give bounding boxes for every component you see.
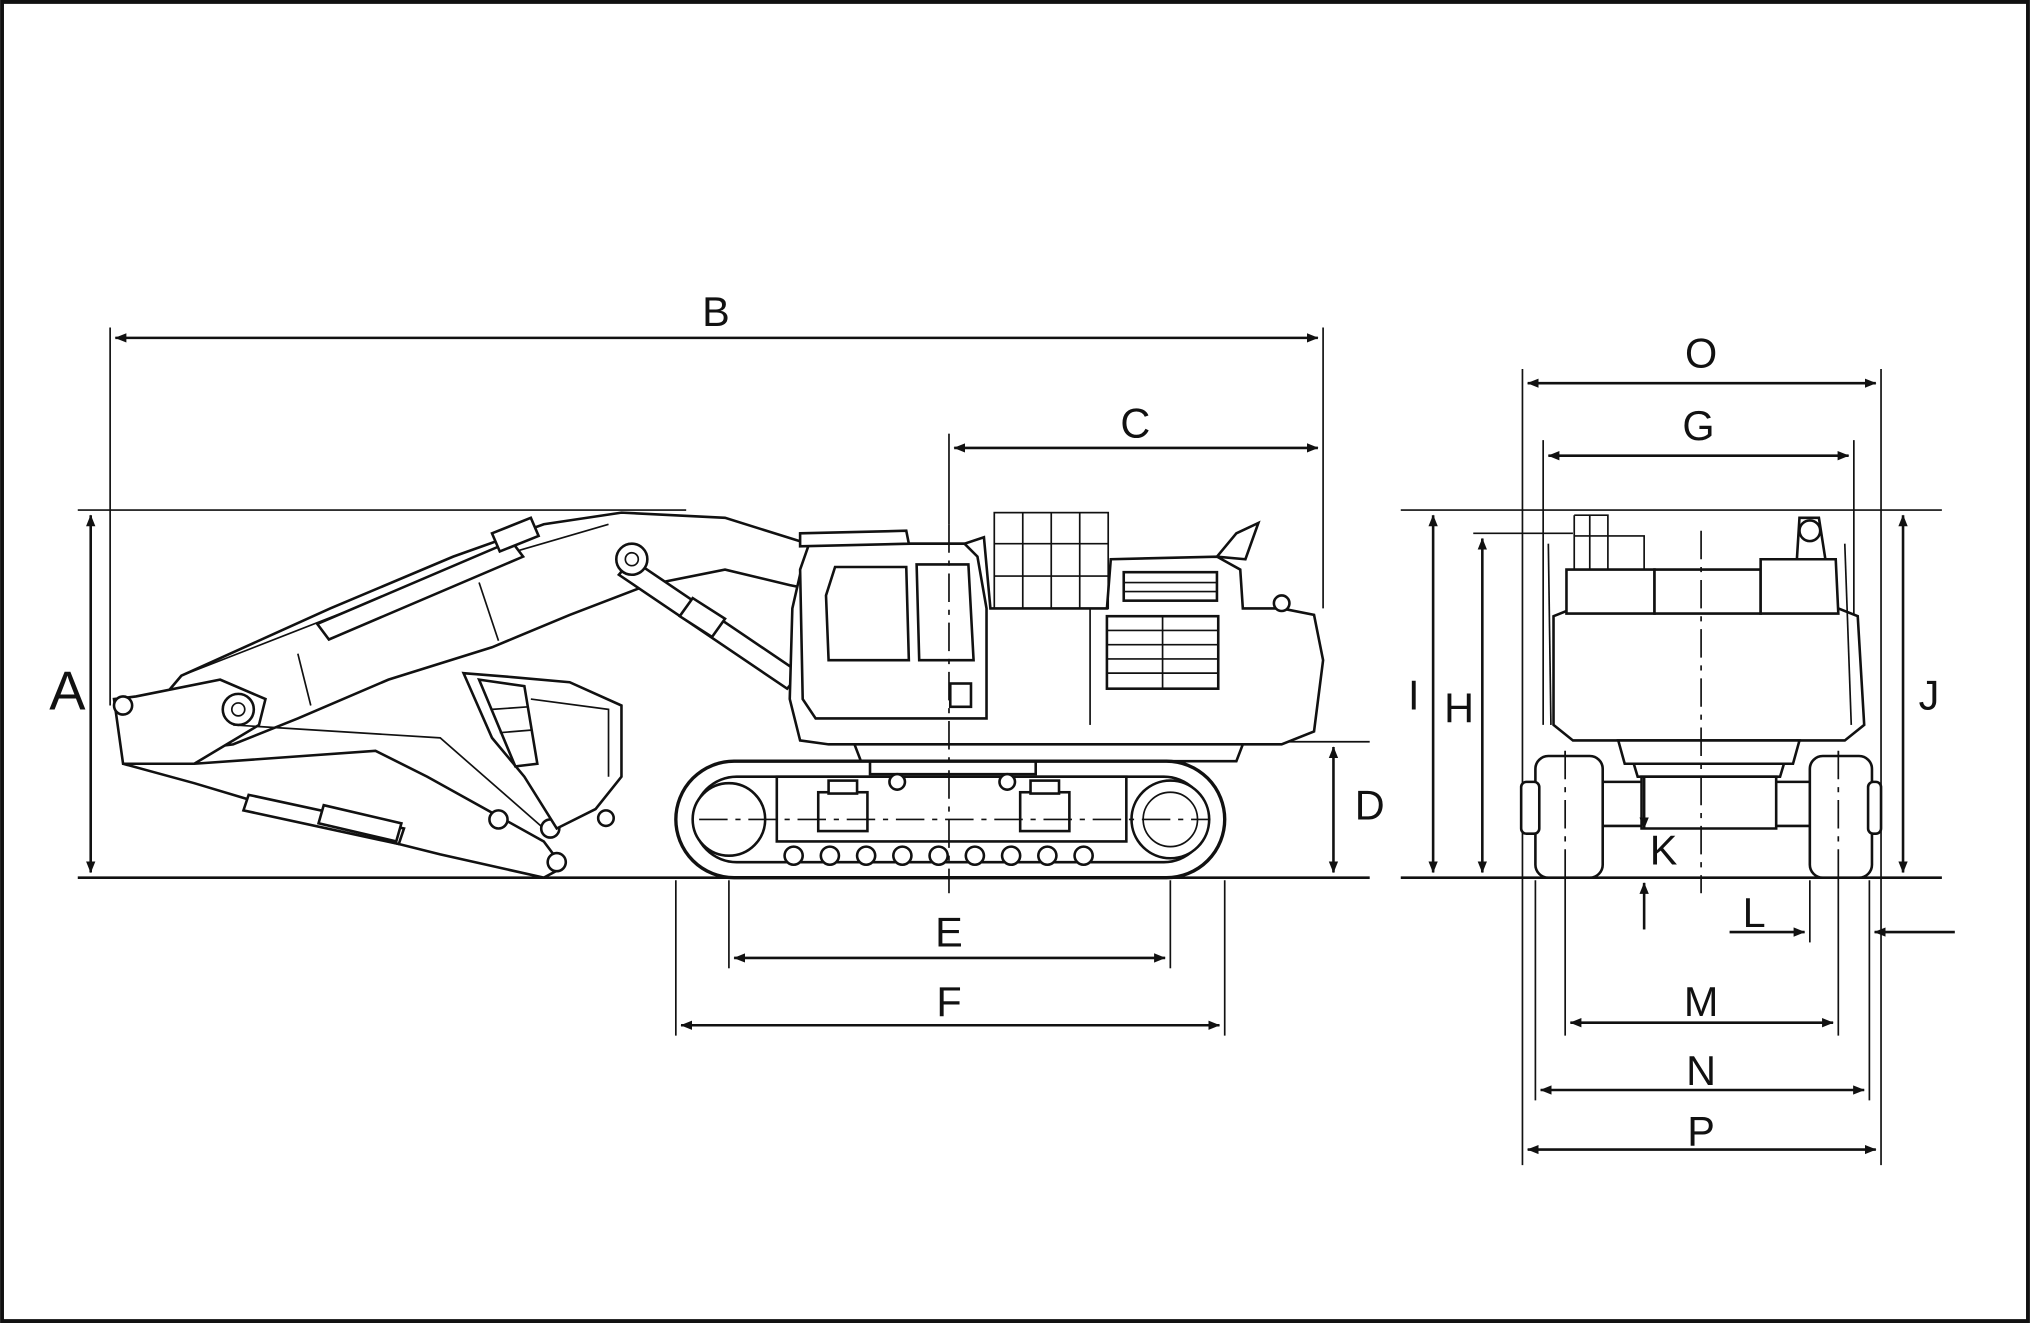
label-k: K <box>1650 828 1678 874</box>
label-d: D <box>1355 782 1385 828</box>
label-m: M <box>1684 979 1719 1025</box>
label-b: B <box>702 289 730 335</box>
label-a: A <box>49 660 86 721</box>
label-l: L <box>1743 890 1766 936</box>
label-p: P <box>1687 1109 1715 1155</box>
label-f: F <box>936 979 961 1025</box>
label-o: O <box>1685 331 1717 377</box>
label-g: G <box>1682 403 1714 449</box>
label-n: N <box>1686 1048 1716 1094</box>
label-i: I <box>1408 672 1420 718</box>
side-view: A B C D E F <box>49 289 1385 1036</box>
label-e: E <box>935 909 963 955</box>
label-j: J <box>1919 672 1940 718</box>
label-h: H <box>1444 685 1474 731</box>
front-view: O G I H J K L M N P <box>1400 331 1955 1166</box>
label-c: C <box>1120 401 1150 447</box>
